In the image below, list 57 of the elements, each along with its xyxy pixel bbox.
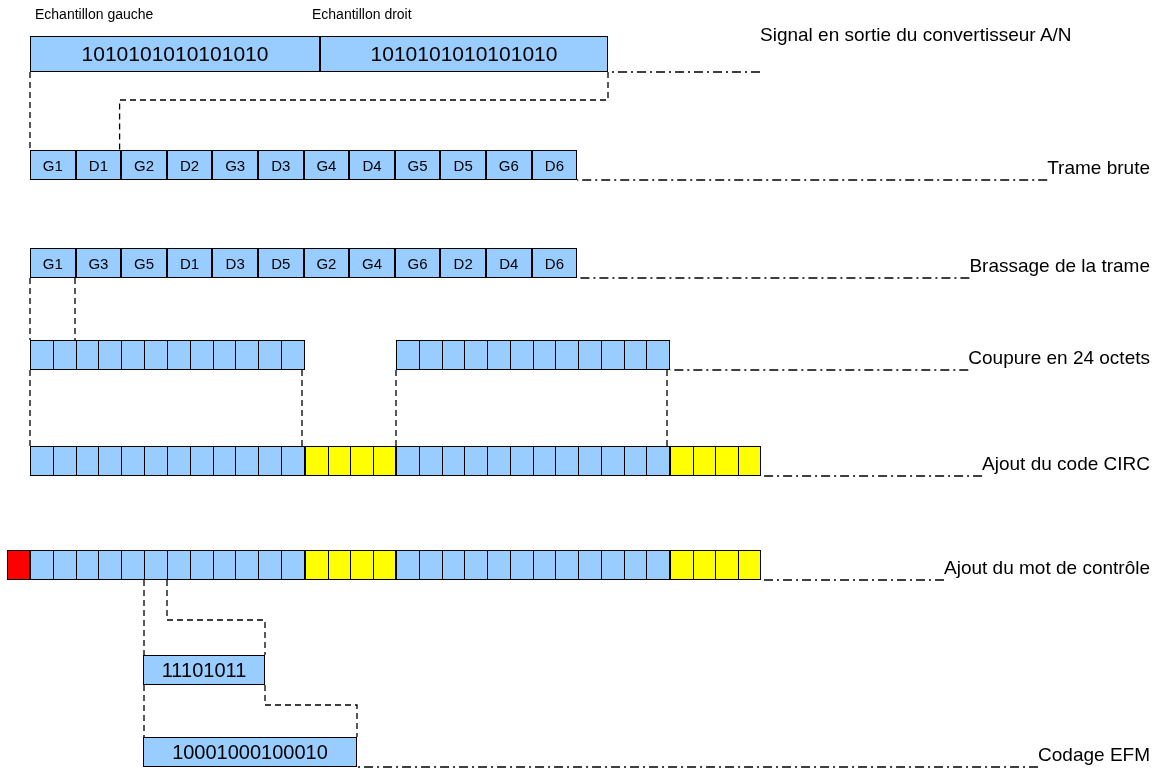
sample-cell: G4 [303, 150, 350, 180]
sample-cell: G3 [212, 150, 258, 180]
row-label: Ajout du mot de contrôle [944, 555, 1150, 581]
sample-cell: D5 [258, 248, 304, 278]
bit-field: 1010101010101010 [320, 36, 608, 72]
sample-cell: G5 [121, 248, 167, 278]
byte-strip [670, 550, 761, 580]
byte-strip [30, 550, 305, 580]
sample-cell: D2 [440, 248, 486, 278]
mapping-line [29, 277, 76, 341]
leader-line [356, 766, 1039, 768]
sample-cell: G4 [349, 248, 395, 278]
sample-cell: D5 [440, 150, 486, 180]
row-label: Ajout du code CIRC [982, 451, 1150, 477]
sample-cell: D3 [258, 150, 304, 180]
byte-strip [396, 550, 670, 580]
sample-cell: D4 [486, 248, 532, 278]
sample-cell: D4 [349, 150, 395, 180]
mapping-line [143, 579, 266, 656]
bit-field: 10001000100010 [143, 737, 357, 767]
mapping-line [29, 369, 303, 447]
mapping-line [29, 71, 31, 151]
row-label: Coupure en 24 octets [968, 345, 1150, 371]
sample-cell: D6 [531, 150, 578, 180]
control-byte-cell [7, 550, 30, 580]
sample-cell: G2 [121, 150, 167, 180]
byte-strip [396, 340, 670, 370]
byte-strip [305, 550, 396, 580]
sample-cell: G1 [30, 150, 76, 180]
leader-line [576, 179, 1048, 181]
byte-strip [30, 340, 305, 370]
sample-cell: D1 [75, 150, 122, 180]
sample-cell: G3 [75, 248, 122, 278]
byte-strip [670, 446, 761, 476]
field-caption: Echantillon gauche [35, 6, 154, 22]
sample-cell: D1 [166, 248, 213, 278]
sample-cell: D2 [166, 150, 213, 180]
row-label: Codage EFM [1038, 742, 1150, 768]
bit-field: 1010101010101010 [30, 36, 320, 72]
sample-cell: G1 [30, 248, 76, 278]
row-label: Trame brute [1047, 155, 1150, 181]
byte-strip [396, 446, 670, 476]
field-caption: Echantillon droit [312, 6, 412, 22]
sample-cell: G6 [486, 150, 532, 180]
sample-cell: G5 [394, 150, 441, 180]
mapping-line [395, 369, 668, 447]
sample-cell: D3 [212, 248, 258, 278]
byte-strip [305, 446, 396, 476]
byte-strip [30, 446, 305, 476]
sample-cell: D6 [531, 248, 578, 278]
row-label: Brassage de la trame [969, 253, 1150, 279]
row-label: Signal en sortie du convertisseur A/N [760, 22, 1155, 48]
sample-cell: G6 [394, 248, 441, 278]
sample-cell: G2 [303, 248, 350, 278]
bit-field: 11101011 [143, 655, 265, 685]
mapping-line [143, 684, 358, 738]
mapping-line [118, 71, 609, 151]
